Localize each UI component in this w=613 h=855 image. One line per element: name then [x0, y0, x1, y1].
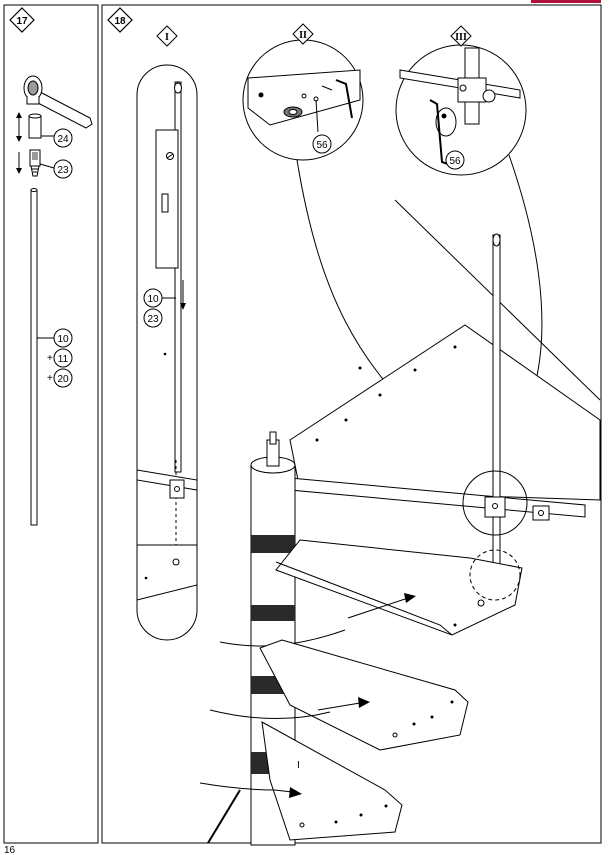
step-18-panel	[101, 4, 602, 844]
callout-20: 20	[53, 368, 73, 388]
svg-text:11: 11	[58, 354, 69, 365]
connector-part-drawing	[23, 75, 93, 129]
plus-sign: +	[47, 353, 53, 364]
tread-mark: I	[297, 760, 300, 771]
svg-text:III: III	[455, 32, 467, 43]
detail-III-view	[395, 44, 527, 176]
callout-11: 11	[53, 348, 73, 368]
arrow-down-icon	[16, 136, 22, 142]
svg-text:I: I	[165, 32, 169, 43]
svg-text:56: 56	[316, 140, 328, 151]
svg-text:24: 24	[57, 134, 69, 145]
callout-10: 10	[53, 328, 73, 348]
detail-III-label: III	[450, 25, 472, 47]
detail-I-callout-10: 10	[143, 288, 163, 308]
svg-text:23: 23	[57, 165, 69, 176]
step-17-panel	[3, 4, 99, 844]
svg-text:II: II	[299, 30, 307, 41]
sleeve-part-24	[28, 113, 42, 139]
svg-text:20: 20	[57, 374, 69, 385]
svg-text:56: 56	[449, 156, 461, 167]
svg-text:17: 17	[16, 16, 28, 27]
threaded-pin-part-23	[29, 149, 41, 177]
arrow-up-icon	[16, 112, 22, 118]
svg-text:18: 18	[114, 16, 126, 27]
svg-text:10: 10	[57, 334, 69, 345]
detail-II-callout-56: 56	[312, 134, 332, 154]
callout-24: 24	[53, 128, 73, 148]
handrail-rod-part-10	[30, 188, 38, 526]
svg-text:10: 10	[147, 294, 159, 305]
step-17-badge: 17	[9, 7, 35, 33]
spiral-staircase-drawing	[199, 233, 601, 846]
page-accent-bar	[531, 0, 601, 3]
leader-line	[39, 163, 55, 169]
detail-III-callout-56: 56	[445, 150, 465, 170]
plus-sign: +	[47, 373, 53, 384]
arrow-down-icon	[16, 168, 22, 174]
step-18-badge: 18	[107, 7, 133, 33]
detail-II-label: II	[292, 23, 314, 45]
detail-I-label: I	[156, 25, 178, 47]
detail-I-callout-23: 23	[143, 308, 163, 328]
callout-23: 23	[53, 159, 73, 179]
detail-II-view	[242, 39, 364, 161]
page-number: 16	[4, 845, 16, 855]
detail-I-view	[136, 64, 198, 641]
svg-text:23: 23	[147, 314, 159, 325]
